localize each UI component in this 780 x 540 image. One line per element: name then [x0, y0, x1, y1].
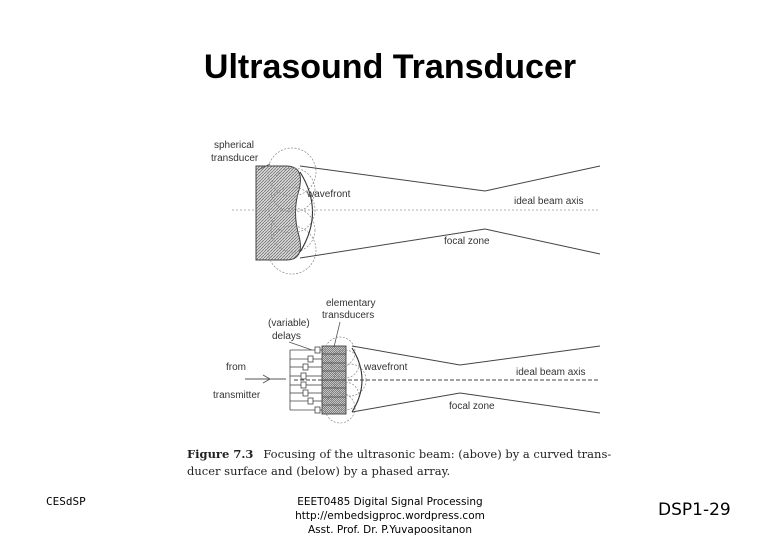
footer-website: http://embedsigproc.wordpress.com	[295, 510, 485, 522]
label-transmitter: transmitter	[213, 390, 261, 401]
beam-edge-upper-right-bottom	[459, 345, 601, 366]
caption-line-1: Focusing of the ultrasonic beam: (above)…	[263, 447, 612, 461]
footer-instructor: Asst. Prof. Dr. P.Yuvapoositanon	[307, 524, 473, 536]
bottom-diagram: elementary transducers (variable) delays…	[213, 298, 601, 424]
footer-left-label: CESdSP	[46, 495, 86, 508]
transmitter-arrow	[245, 374, 286, 384]
footer-course-info: EEET0485 Digital Signal Processing http:…	[260, 495, 520, 537]
label-spherical: spherical	[214, 140, 254, 151]
slide-page-number: DSP1-29	[658, 500, 731, 520]
label-ideal-beam-axis-top: ideal beam axis	[514, 196, 583, 207]
beam-edge-lower-right	[484, 228, 601, 255]
leader-spherical	[257, 163, 271, 171]
label-transducers: transducers	[322, 310, 374, 321]
label-wavefront-bottom: wavefront	[363, 362, 408, 373]
label-delays: delays	[272, 331, 301, 342]
beam-edge-upper-left-bottom	[351, 345, 461, 366]
wavefront-arc-top	[299, 171, 314, 253]
delay-lines	[289, 346, 322, 414]
beam-edge-lower-left-bottom	[351, 392, 461, 413]
label-variable: (variable)	[268, 318, 310, 329]
beam-edge-lower-left	[299, 228, 486, 259]
slide-title: Ultrasound Transducer	[203, 48, 577, 86]
label-transducer: transducer	[211, 153, 259, 164]
figure-caption: Figure 7.3 Focusing of the ultrasonic bea…	[187, 446, 627, 480]
beam-edge-upper-left	[299, 165, 486, 192]
label-ideal-beam-axis-bottom: ideal beam axis	[516, 367, 585, 378]
label-elementary: elementary	[326, 298, 375, 309]
spherical-transducer-body	[255, 165, 301, 261]
top-diagram: spherical transducer wavefront ideal bea…	[211, 140, 601, 275]
label-focal-zone-top: focal zone	[444, 236, 490, 247]
beam-edge-lower-right-bottom	[459, 392, 601, 414]
caption-line-2: ducer surface and (below) by a phased ar…	[187, 464, 451, 478]
label-from: from	[226, 362, 246, 373]
caption-figure-number: Figure 7.3	[187, 447, 254, 461]
label-wavefront-top: wavefront	[306, 189, 351, 200]
leader-elementary	[333, 321, 341, 348]
beam-edge-upper-right	[484, 165, 601, 192]
footer-course-title: EEET0485 Digital Signal Processing	[297, 496, 483, 508]
leader-variable-delays	[288, 341, 313, 351]
label-focal-zone-bottom: focal zone	[449, 401, 495, 412]
